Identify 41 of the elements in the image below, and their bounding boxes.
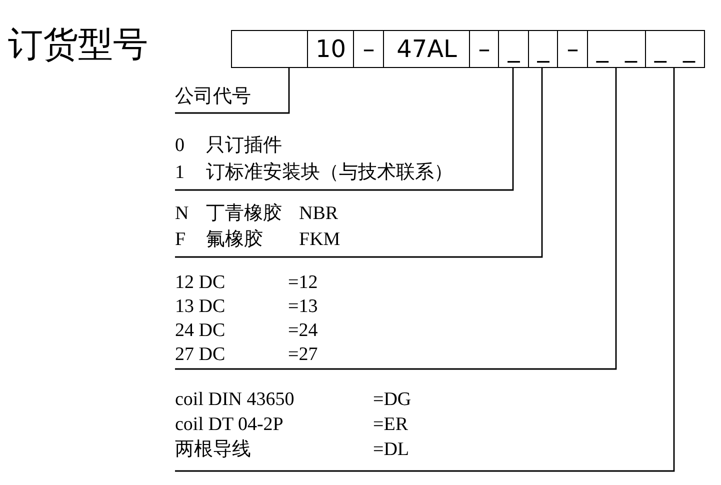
material-code: NBR (299, 202, 340, 226)
voltage-code: =27 (288, 343, 318, 367)
option-code: 1 (175, 161, 186, 185)
code-box: _ _ (587, 30, 646, 68)
voltage-label: 13 DC (175, 295, 226, 319)
code-box: 47AL (383, 30, 470, 68)
code-box: – (353, 30, 384, 68)
option-description: 订标准安装块（与技术联系） (206, 161, 453, 185)
voltage-code: =13 (288, 295, 318, 319)
leader-line (175, 68, 290, 114)
leader-line (175, 68, 514, 191)
code-box (231, 30, 308, 68)
connector-code: =DG (373, 388, 412, 412)
leader-line (175, 68, 675, 472)
connector-code: =ER (373, 412, 409, 436)
connector-code: =DL (373, 438, 410, 462)
connector-label: coil DT 04-2P (175, 412, 284, 436)
material-name: 氟橡胶 (206, 228, 264, 252)
code-box: – (469, 30, 500, 68)
connector-label: 两根导线 (175, 438, 252, 462)
leader-line (175, 68, 617, 370)
voltage-label: 24 DC (175, 319, 226, 343)
title: 订货型号 (8, 24, 148, 66)
option-code: 0 (175, 134, 186, 158)
leader-line (175, 68, 543, 258)
code-box: – (557, 30, 588, 68)
option-description: 只订插件 (206, 134, 283, 158)
voltage-code: =24 (288, 319, 318, 343)
material-code: FKM (299, 228, 340, 252)
voltage-label: 12 DC (175, 271, 226, 295)
code-box: _ (498, 30, 530, 68)
code-box: 10 (307, 30, 354, 68)
option-code: N (175, 202, 190, 226)
connector-label: coil DIN 43650 (175, 388, 296, 412)
leader-label: 公司代号 (175, 84, 251, 113)
code-box: _ _ (645, 30, 704, 68)
voltage-label: 27 DC (175, 343, 226, 367)
material-name: 丁青橡胶 (206, 202, 283, 226)
option-code: F (175, 228, 187, 252)
voltage-code: =12 (288, 271, 318, 295)
code-box: _ (528, 30, 558, 68)
